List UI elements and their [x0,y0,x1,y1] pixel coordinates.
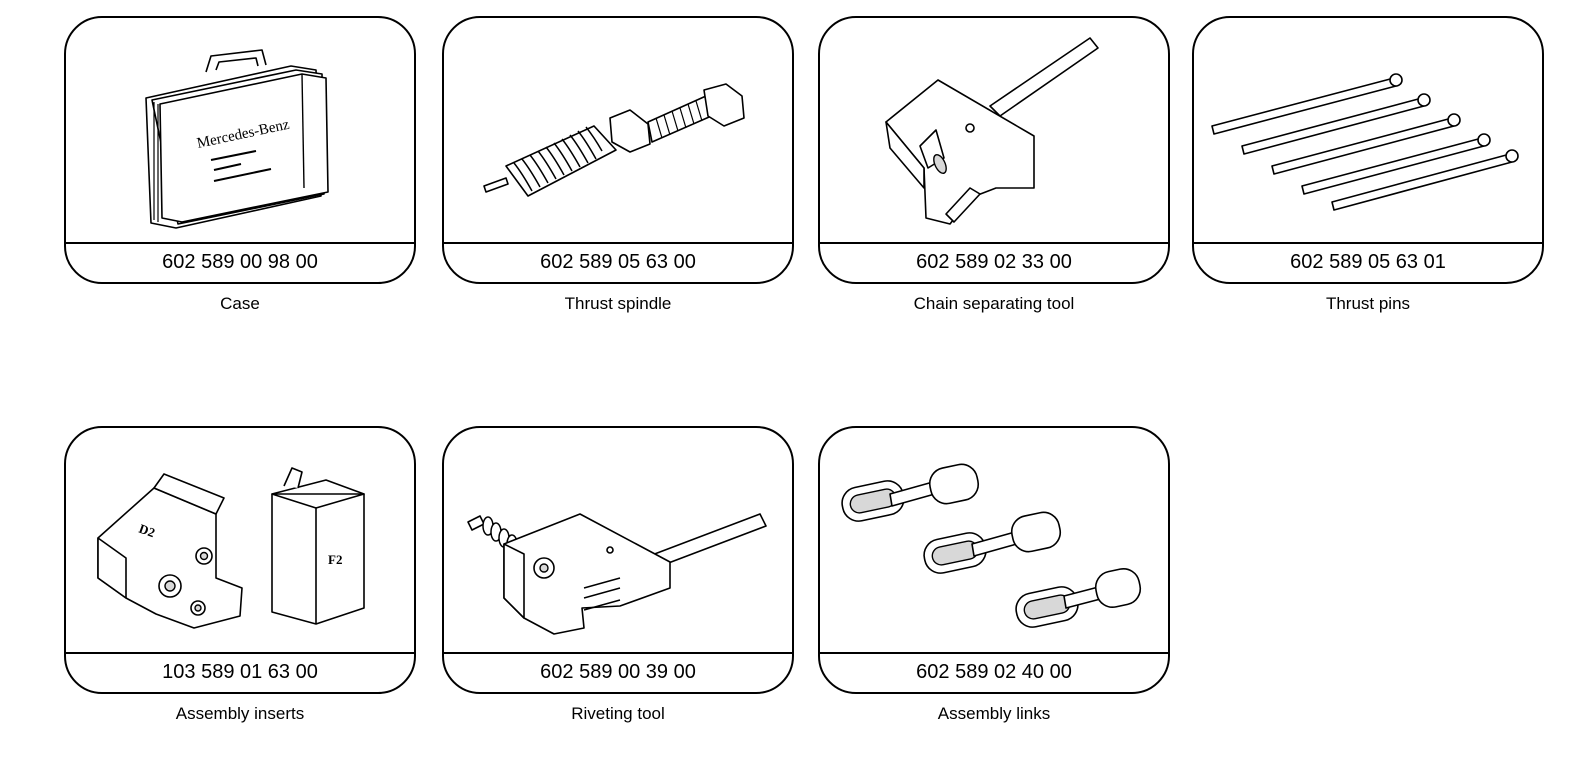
chain-separating-tool-icon [820,18,1168,242]
part-number: 602 589 02 33 00 [820,242,1168,282]
tool-card: 602 589 02 33 00 [818,16,1170,284]
riveting-tool-icon [444,428,792,652]
tool-case: Mercedes-Benz 602 589 00 98 00 Case [64,16,416,336]
insert-mark-d2: D2 [137,521,157,541]
tool-card: 602 589 00 39 00 [442,426,794,694]
thrust-spindle-icon [444,18,792,242]
insert-mark-f2: F2 [328,552,342,567]
tool-thrust-spindle: 602 589 05 63 00 Thrust spindle [442,16,794,336]
thrust-pins-icon [1194,18,1542,242]
tool-name: Chain separating tool [913,294,1075,313]
part-number: 602 589 02 40 00 [820,652,1168,692]
tool-assembly-links: 602 589 02 40 00 Assembly links [818,426,1170,746]
part-number: 103 589 01 63 00 [66,652,414,692]
tool-assembly-inserts: D2 F2 103 589 01 63 00 Assembly inserts [64,426,416,746]
tool-case-icon: Mercedes-Benz [66,18,414,242]
tool-name: Case [220,294,260,313]
part-number: 602 589 00 39 00 [444,652,792,692]
tool-card: 602 589 05 63 00 [442,16,794,284]
part-number: 602 589 05 63 00 [444,242,792,282]
part-number: 602 589 00 98 00 [66,242,414,282]
tool-name: Riveting tool [571,704,665,723]
tool-card: D2 F2 103 589 01 63 00 [64,426,416,694]
tool-name: Assembly inserts [175,704,305,723]
tool-card: 602 589 05 63 01 [1192,16,1544,284]
tool-thrust-pins: 602 589 05 63 01 Thrust pins [1192,16,1544,336]
tool-riveting: 602 589 00 39 00 Riveting tool [442,426,794,746]
part-number: 602 589 05 63 01 [1194,242,1542,282]
tool-card: Mercedes-Benz 602 589 00 98 00 [64,16,416,284]
assembly-links-icon [820,428,1168,652]
tool-name: Thrust spindle [564,294,672,313]
tool-chain-separating: 602 589 02 33 00 Chain separating tool [818,16,1170,336]
tool-name: Thrust pins [1325,294,1411,313]
assembly-inserts-icon: D2 F2 [66,428,414,652]
tool-card: 602 589 02 40 00 [818,426,1170,694]
tool-name: Assembly links [937,704,1051,723]
